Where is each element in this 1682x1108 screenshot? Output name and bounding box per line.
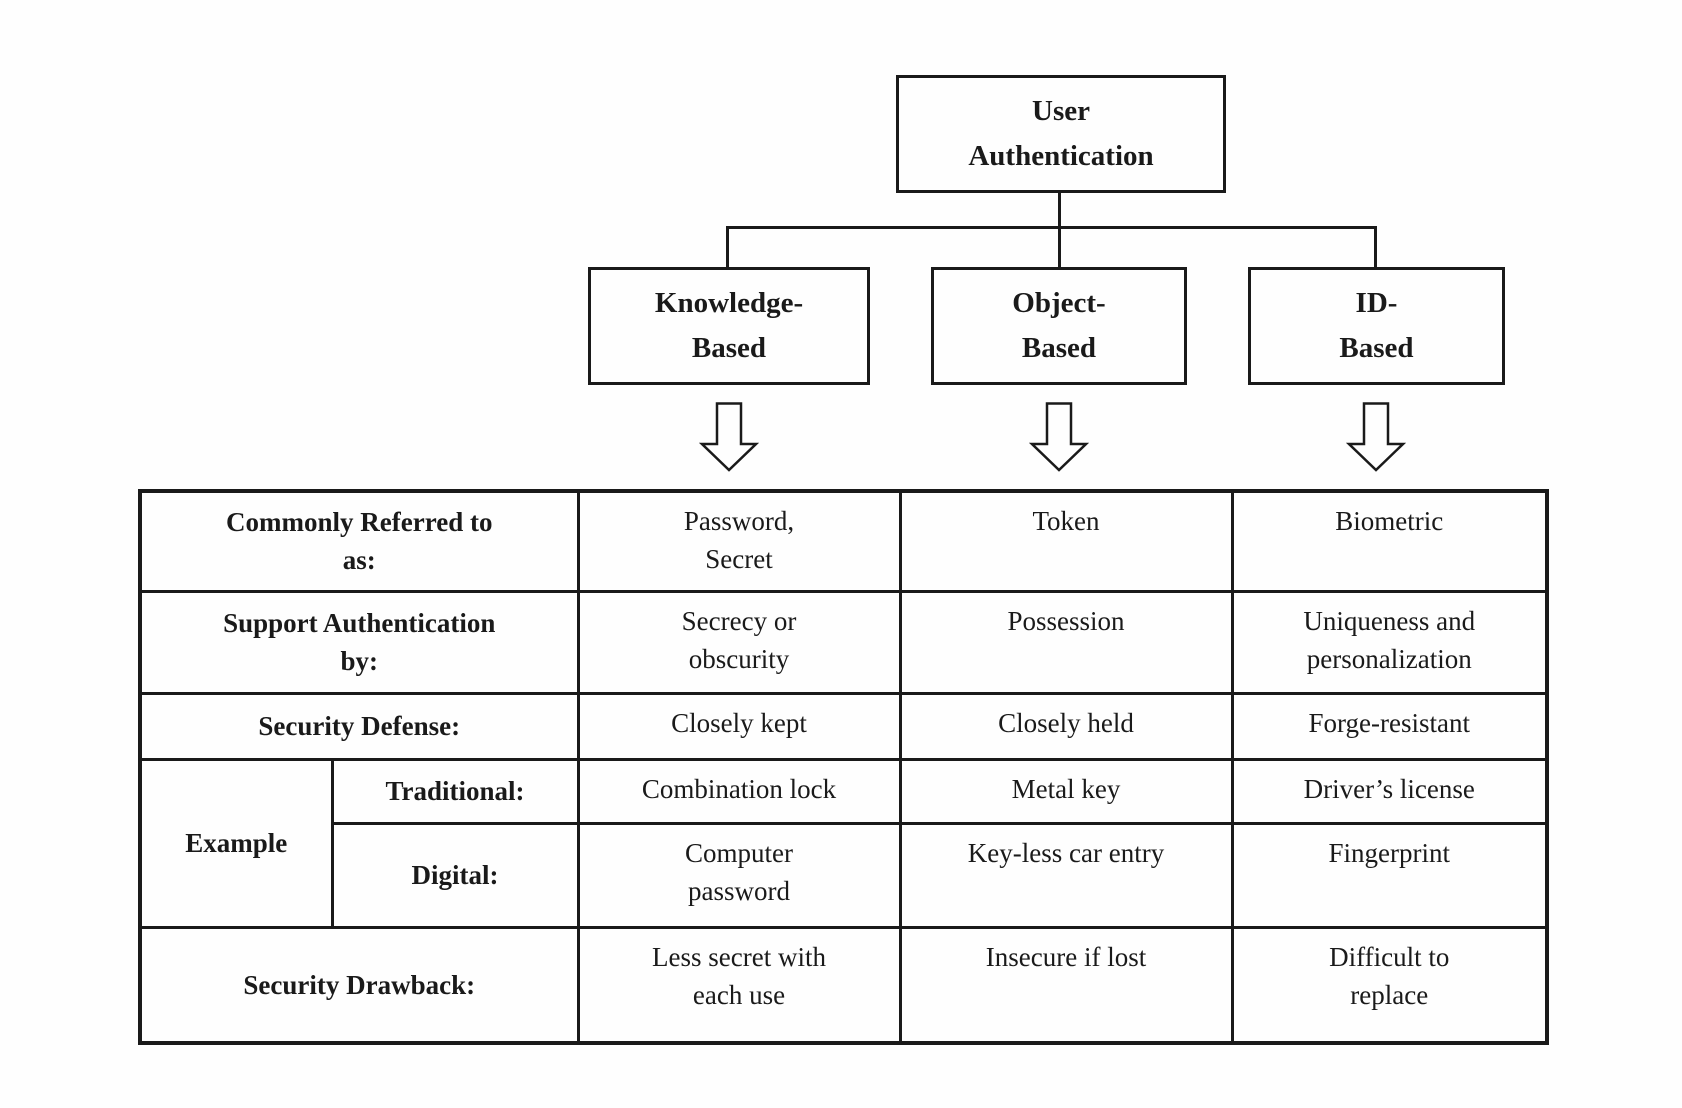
table-cell-knowledge-defense: Closely kept (576, 691, 902, 761)
row-header-traditional: Traditional: (330, 757, 580, 825)
down-arrow-icon (1029, 402, 1089, 472)
connector-left-stub (726, 226, 729, 270)
down-arrow-icon (1346, 402, 1406, 472)
table-cell-object-traditional: Metal key (898, 757, 1234, 825)
authentication-comparison-table: Commonly Referred to as: Password, Secre… (138, 489, 1549, 1045)
table-cell-knowledge-support: Secrecy or obscurity (576, 589, 902, 695)
table-cell-knowledge-digital: Computer password (576, 821, 902, 929)
connector-right-stub (1374, 226, 1377, 270)
row-header-security-drawback: Security Drawback: (138, 925, 580, 1045)
table-cell-knowledge-drawback: Less secret with each use (576, 925, 902, 1045)
row-header-support-authentication: Support Authentication by: (138, 589, 580, 695)
table-row-example-digital: Digital: Computer password Key-less car … (140, 821, 1549, 929)
row-header-digital: Digital: (330, 821, 580, 929)
table-row-support-authentication: Support Authentication by: Secrecy or ob… (138, 589, 1549, 695)
table-row-commonly-referred: Commonly Referred to as: Password, Secre… (138, 489, 1549, 593)
table-row-security-defense: Security Defense: Closely kept Closely h… (138, 691, 1549, 761)
table-cell-id-digital: Fingerprint (1230, 821, 1549, 929)
table-cell-object-referred: Token (898, 489, 1234, 593)
row-header-security-defense: Security Defense: (138, 691, 580, 761)
table-row-example-traditional: Example Traditional: Combination lock Me… (138, 757, 1549, 929)
table-cell-knowledge-traditional: Combination lock (576, 757, 902, 825)
flowchart-node-knowledge-based: Knowledge- Based (588, 267, 870, 385)
table-cell-id-traditional: Driver’s license (1230, 757, 1549, 825)
table-cell-id-defense: Forge-resistant (1230, 691, 1549, 761)
table-cell-object-support: Possession (898, 589, 1234, 695)
flowchart-node-id-based: ID- Based (1248, 267, 1505, 385)
down-arrow-icon (699, 402, 759, 472)
table-cell-object-digital: Key-less car entry (898, 821, 1234, 929)
flowchart-node-object-based: Object- Based (931, 267, 1187, 385)
table-cell-object-defense: Closely held (898, 691, 1234, 761)
table-cell-id-drawback: Difficult to replace (1230, 925, 1549, 1045)
table-cell-id-support: Uniqueness and personalization (1230, 589, 1549, 695)
table-cell-object-drawback: Insecure if lost (898, 925, 1234, 1045)
table-row-security-drawback: Security Drawback: Less secret with each… (138, 925, 1549, 1045)
connector-horizontal (726, 226, 1377, 229)
table-cell-id-referred: Biometric (1230, 489, 1549, 593)
table-cell-knowledge-referred: Password, Secret (576, 489, 902, 593)
connector-root-vertical (1058, 193, 1061, 270)
row-header-commonly-referred: Commonly Referred to as: (138, 489, 580, 593)
flowchart-node-user-authentication: User Authentication (896, 75, 1226, 193)
row-header-example-group: Example (138, 757, 334, 929)
